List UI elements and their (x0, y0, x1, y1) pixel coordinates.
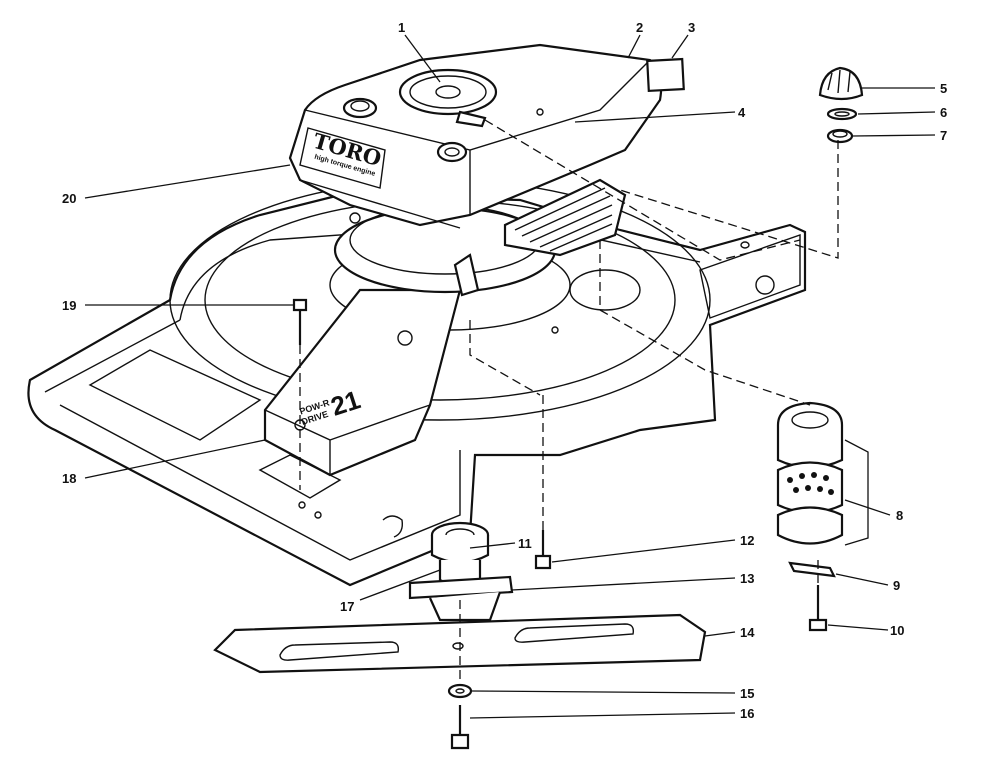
callout-14: 14 (740, 625, 755, 640)
spark-plug-boot (818, 66, 864, 144)
callout-9: 9 (893, 578, 900, 593)
leader-lines (84, 34, 936, 719)
drive-housing: 21 POW-R DRIVE (263, 288, 462, 477)
callout-20: 20 (62, 191, 76, 206)
callout-10: 10 (890, 623, 904, 638)
engine-assembly: TORO high torque engine (288, 43, 663, 297)
callout-17: 17 (340, 599, 354, 614)
callout-15: 15 (740, 686, 754, 701)
callout-18: 18 (62, 471, 76, 486)
callout-16: 16 (740, 706, 754, 721)
muffler-assembly (776, 401, 844, 632)
callout-13: 13 (740, 571, 754, 586)
callout-11: 11 (518, 536, 532, 551)
label-plate (646, 57, 685, 93)
callout-12: 12 (740, 533, 754, 548)
callout-5: 5 (940, 81, 947, 96)
callout-1: 1 (398, 20, 405, 35)
callout-19: 19 (62, 298, 76, 313)
callout-4: 4 (738, 105, 746, 120)
callout-labels: 1 2 3 4 5 6 7 8 9 10 11 12 13 14 15 16 1… (62, 20, 947, 721)
callout-3: 3 (688, 20, 695, 35)
assembly-guide-lines (299, 119, 839, 685)
callout-2: 2 (636, 20, 643, 35)
callout-6: 6 (940, 105, 947, 120)
callout-7: 7 (940, 128, 947, 143)
callout-8: 8 (896, 508, 903, 523)
